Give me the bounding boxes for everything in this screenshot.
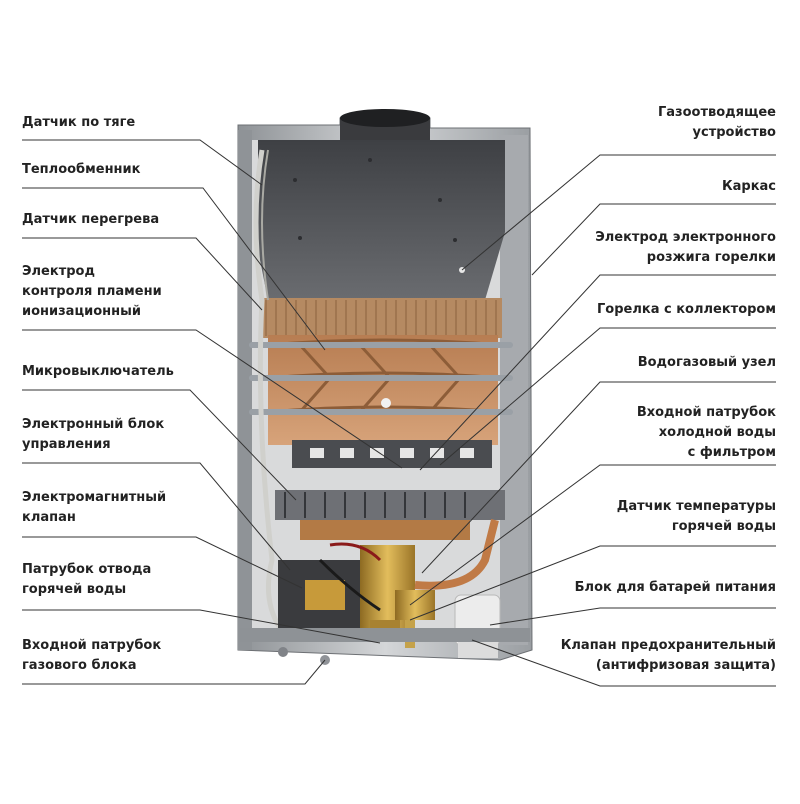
leader-line-left-6 [22,462,291,571]
callout-label-left-9: Входной патрубок газового блока [22,638,162,673]
burner [292,440,492,468]
callout-label-left-6: Электронный блок управления [22,417,165,452]
callout-label-left-2: Теплообменник [22,162,141,177]
callout-label-right-4: Горелка с коллектором [597,302,776,317]
callout-label-left-1: Датчик по тяге [22,115,136,130]
callout-label-left-4: Электрод контроля пламени ионизационный [22,264,162,319]
flue-hood [258,140,505,300]
callout-label-left-7: Электромагнитный клапан [22,490,167,525]
leader-line-right-1 [461,154,776,271]
callout-label-right-6: Входной патрубок холодной воды с фильтро… [636,405,776,460]
callout-label-left-3: Датчик перегрева [22,212,160,227]
heat-exchanger-fins [262,298,502,338]
callout-label-right-9: Клапан предохранительный (антифризовая з… [560,638,776,673]
leader-line-left-5 [22,389,297,501]
leader-line-right-7 [409,545,776,621]
callout-label-right-8: Блок для батарей питания [574,580,776,595]
callout-label-right-1: Газоотводящее устройство [657,105,776,140]
leader-line-left-2 [22,187,326,351]
leader-line-right-9 [471,639,776,687]
callout-label-right-2: Каркас [721,179,776,194]
leader-line-left-1 [22,139,263,186]
leader-line-right-6 [409,464,776,606]
leader-line-left-8 [22,609,381,644]
callout-label-left-8: Патрубок отвода горячей воды [22,562,152,597]
leader-line-right-4 [439,327,776,466]
leader-line-left-3 [22,237,263,311]
callout-label-left-5: Микровыключатель [22,364,174,379]
callout-label-right-5: Водогазовый узел [637,355,776,370]
callout-label-right-3: Электрод электронного розжига горелки [595,230,776,265]
callout-label-right-7: Датчик температуры горячей воды [616,499,776,534]
leader-line-right-3 [419,274,776,471]
leader-line-left-4 [22,329,403,469]
leader-line-left-7 [22,536,303,589]
leader-line-right-2 [531,203,776,276]
leader-line-right-5 [421,381,776,574]
leader-line-right-8 [489,607,776,626]
leader-line-left-9 [22,659,326,685]
